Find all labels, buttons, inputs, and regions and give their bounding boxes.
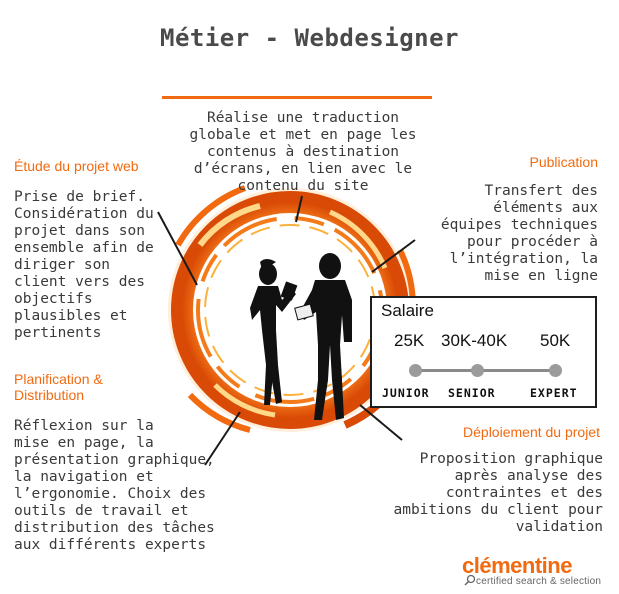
text-etude: Prise de brief. Considération du projet … bbox=[14, 189, 154, 341]
woman-silhouette bbox=[250, 259, 298, 405]
title-divider bbox=[162, 96, 432, 99]
text-deploiement: Proposition graphique après analyse des … bbox=[393, 451, 603, 535]
salary-value-expert: 50K bbox=[540, 331, 571, 350]
level-senior: SENIOR bbox=[448, 386, 496, 400]
man-silhouette bbox=[294, 253, 352, 420]
connector-center bbox=[295, 195, 303, 223]
salary-dot-senior bbox=[471, 364, 484, 377]
page-title: Métier - Webdesigner bbox=[160, 24, 459, 52]
salary-dot-junior bbox=[409, 364, 422, 377]
heading-deploiement: Déploiement du projet bbox=[463, 424, 600, 440]
salary-value-junior: 25K bbox=[394, 331, 425, 350]
connector-deploiement bbox=[359, 404, 403, 441]
salary-value-senior: 30K-40K bbox=[441, 331, 508, 350]
connector-etude bbox=[157, 211, 198, 286]
text-planification: Réflexion sur la mise en page, la présen… bbox=[14, 418, 215, 553]
clementine-logo: clémentine bbox=[462, 553, 572, 578]
salary-dot-expert bbox=[549, 364, 562, 377]
connector-planification bbox=[204, 411, 241, 466]
heading-planification: Planification & bbox=[14, 371, 103, 387]
salary-scale-line bbox=[415, 369, 555, 372]
level-junior: JUNIOR bbox=[382, 386, 430, 400]
salary-title: Salaire bbox=[381, 301, 434, 320]
center-description: Réalise une traduction globale et met en… bbox=[189, 110, 417, 194]
connector-publication bbox=[371, 239, 416, 273]
salary-box: Salaire 25K 30K-40K 50K JUNIOR SENIOR EX… bbox=[370, 296, 597, 408]
level-expert: EXPERT bbox=[530, 386, 578, 400]
heading-etude: Étude du projet web bbox=[14, 158, 139, 174]
magnifier-icon bbox=[464, 574, 476, 586]
heading-publication: Publication bbox=[529, 154, 599, 170]
heading-distribution: Distribution bbox=[14, 387, 85, 403]
text-publication: Transfert des éléments aux équipes techn… bbox=[440, 183, 598, 284]
logo-tagline: certified search & selection bbox=[476, 576, 602, 587]
